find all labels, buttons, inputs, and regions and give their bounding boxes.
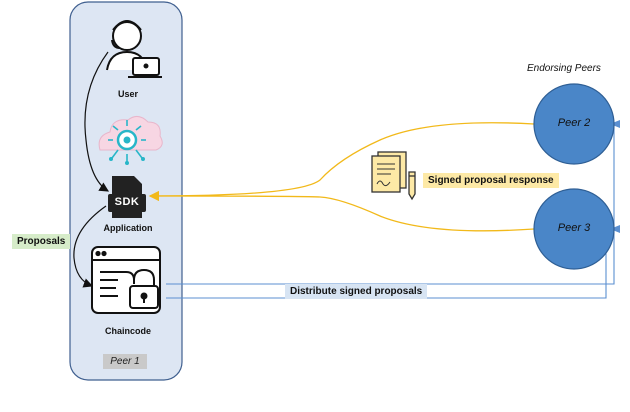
peer1-label: Peer 1	[103, 354, 147, 369]
user-icon	[106, 20, 162, 78]
chaincode-lock-icon	[91, 246, 161, 314]
chaincode-label: Chaincode	[104, 326, 151, 336]
peer3-response-line	[149, 195, 535, 232]
cloud-gear-icon	[98, 116, 163, 165]
signed-document-icon	[371, 151, 416, 201]
signed-proposal-response-tag: Signed proposal response	[423, 173, 559, 188]
sdk-label: SDK	[114, 196, 140, 208]
proposals-tag: Proposals	[12, 234, 71, 249]
peer3-node	[533, 188, 615, 270]
peer2-response-line	[148, 122, 535, 202]
user-label: User	[117, 89, 138, 99]
app-to-chaincode-arrow	[73, 205, 107, 288]
sdk-icon	[108, 176, 146, 218]
user-to-app-arrow	[84, 51, 110, 192]
endorsing-peers-title: Endorsing Peers	[527, 63, 601, 74]
peer2-label: Peer 2	[557, 117, 591, 129]
application-label: Application	[103, 223, 153, 233]
peer2-node	[533, 83, 615, 165]
distribute-signed-proposals-tag: Distribute signed proposals	[285, 284, 428, 299]
peer3-label: Peer 3	[557, 222, 591, 234]
